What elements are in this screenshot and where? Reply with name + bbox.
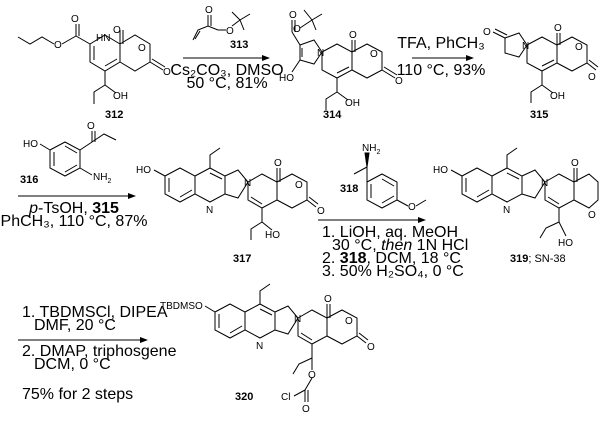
atom-label: O xyxy=(138,43,146,54)
atom-label: O xyxy=(345,316,353,327)
compound-315-structure xyxy=(492,28,599,103)
conditions-step-4-line-2: 30 °C, then 1N HCl xyxy=(332,237,468,254)
conditions-step-4-line-3: 2. 318, DCM, 18 °C xyxy=(322,250,461,267)
stereo-wedge xyxy=(364,152,370,168)
conditions-step-5-yield: 75% for 2 steps xyxy=(22,386,133,403)
conditions-step-1-line-1: Cs₂CO₃, DMSO xyxy=(170,62,283,79)
atom-label: N xyxy=(256,341,263,352)
reaction-arrow-2 xyxy=(412,55,474,61)
reagent-label-316: 316 xyxy=(20,174,38,186)
atom-label: O xyxy=(293,24,301,35)
compound-label-320: 320 xyxy=(235,391,253,403)
atom-label: N xyxy=(206,205,213,216)
reaction-arrow-1 xyxy=(183,55,270,61)
atom-label: OH xyxy=(113,91,128,102)
atom-label: O xyxy=(349,30,357,41)
compound-319-structure xyxy=(450,147,599,239)
atom-label: O xyxy=(308,370,316,381)
atom-label: O xyxy=(295,180,303,191)
atom-label: O xyxy=(483,27,491,38)
atom-label: O xyxy=(408,202,416,213)
atom-label: HO xyxy=(279,73,294,84)
conditions-step-3-line-2: PhCH₃, 110 °C, 87% xyxy=(1,213,148,230)
atom-label: HN xyxy=(96,33,110,44)
reaction-arrow-3 xyxy=(18,193,136,199)
conditions-step-5-line-1: 1. TBDMSCl, DIPEA xyxy=(22,304,168,321)
compound-label-314: 314 xyxy=(323,109,342,121)
atom-label: N xyxy=(294,314,301,325)
compound-317-structure xyxy=(153,147,319,240)
conditions-step-2-line-1: TFA, PhCH₃ xyxy=(397,35,484,52)
atom-label: O xyxy=(163,67,171,78)
atom-label: N xyxy=(244,178,251,189)
atom-label: TBDMSO xyxy=(160,301,203,312)
conditions-step-5-line-3: 2. DMAP, triphosgene xyxy=(22,343,177,360)
atom-label: O xyxy=(289,10,297,21)
atom-label: NH2 xyxy=(93,172,111,185)
atom-label: O xyxy=(588,72,596,83)
atom-label: O xyxy=(324,294,332,305)
atom-label: O xyxy=(575,42,583,53)
atom-label: O xyxy=(274,158,282,169)
atom-label: N xyxy=(503,205,510,216)
atom-label: OH xyxy=(550,91,565,102)
compound-label-319: 319; SN-38 xyxy=(510,253,566,265)
compound-320-structure xyxy=(204,283,369,402)
atom-label: Cl xyxy=(281,392,290,403)
reaction-arrow-4 xyxy=(318,217,426,223)
compound-312-structure xyxy=(17,24,166,104)
reaction-arrow-5 xyxy=(18,337,148,343)
atom-label: HO xyxy=(136,165,151,176)
conditions-step-3-line-1: p-TsOH, 315 xyxy=(28,200,119,217)
atom-label: OH xyxy=(345,98,360,109)
compound-label-312: 312 xyxy=(105,109,123,121)
conditions-step-4-line-1: 1. LiOH, aq. MeOH xyxy=(322,224,458,241)
conditions-step-5-line-2: DMF, 20 °C xyxy=(34,317,116,334)
atom-label: O xyxy=(87,121,95,132)
reagent-316-structure xyxy=(39,131,117,177)
atom-label: O xyxy=(554,23,562,34)
atom-label: HO xyxy=(558,238,573,249)
atom-label: O xyxy=(370,49,378,60)
atom-label: NH2 xyxy=(362,143,380,156)
atom-label: O xyxy=(71,14,79,25)
compound-label-317: 317 xyxy=(233,253,251,265)
compound-314-structure xyxy=(291,9,398,110)
reagent-label-313: 313 xyxy=(230,39,248,51)
reagent-label-318: 318 xyxy=(340,183,358,195)
atom-label: O xyxy=(571,158,579,169)
conditions-step-2-line-2: 110 °C, 93% xyxy=(397,62,486,79)
atom-label: O xyxy=(226,26,234,37)
conditions-step-1-line-2: 50 °C, 81% xyxy=(186,75,267,92)
conditions-step-4-line-4: 3. 50% H₂SO₄, 0 °C xyxy=(322,263,464,280)
compound-label-315: 315 xyxy=(530,109,548,121)
conditions-step-5-line-4: DCM, 0 °C xyxy=(34,356,111,373)
atom-label: HO xyxy=(433,165,448,176)
atom-label: O xyxy=(54,40,62,51)
atom-label: O xyxy=(588,210,596,221)
atom-label: HO xyxy=(265,230,280,241)
atom-label: O xyxy=(113,25,121,36)
atom-label: O xyxy=(367,342,375,353)
reagent-313-structure xyxy=(192,11,251,41)
atom-label: O xyxy=(395,76,403,87)
atom-label: HO xyxy=(23,139,38,150)
atom-label: O xyxy=(302,404,310,415)
atom-label: N xyxy=(522,41,529,52)
atom-label: O xyxy=(205,5,213,16)
atom-label: N xyxy=(541,178,548,189)
atom-label: N xyxy=(317,48,324,59)
reagent-318-structure xyxy=(353,166,427,209)
atom-label: O xyxy=(317,206,325,217)
